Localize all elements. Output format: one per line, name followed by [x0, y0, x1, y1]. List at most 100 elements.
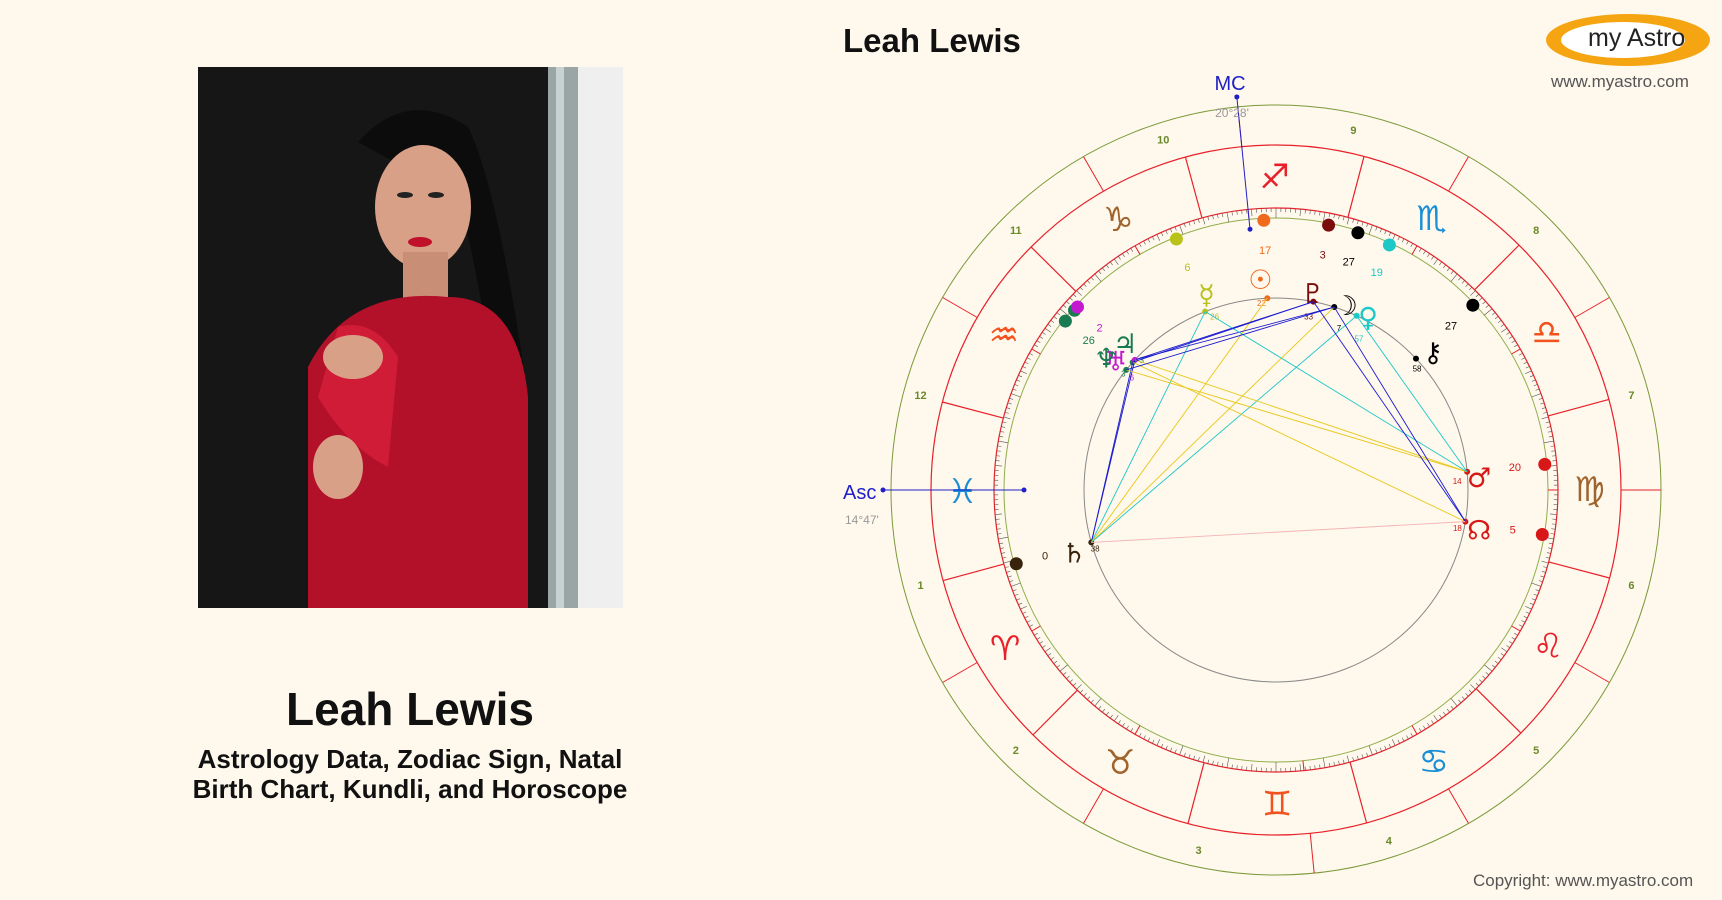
house-number: 6 [1628, 580, 1634, 592]
planet-node-marker [1535, 527, 1549, 541]
planet-neptune-icon: ♆ [1094, 344, 1118, 375]
planet-mercury-minute: 26 [1210, 312, 1219, 321]
planet-node-minute: 18 [1453, 524, 1462, 533]
planet-venus-icon: ♀ [1358, 302, 1378, 333]
planet-pluto-minute: 33 [1304, 313, 1313, 322]
sign-pisces-icon: ♓ [947, 472, 977, 512]
sign-scorpio-icon: ♏ [1416, 199, 1446, 239]
planet-mercury-icon: ☿ [1198, 280, 1215, 311]
house-number: 12 [914, 390, 926, 402]
planet-jupiter-icon: ♃ [1113, 329, 1137, 360]
planet-pluto-icon: ♇ [1301, 279, 1325, 310]
sign-taurus-icon: ♉ [1105, 743, 1135, 783]
aspect-line [1356, 315, 1468, 473]
planet-venus-minute: 57 [1354, 334, 1363, 343]
house-number: 8 [1533, 225, 1539, 237]
aspect-line [1090, 297, 1268, 543]
planet-chiron-marker [1466, 298, 1480, 312]
sign-virgo-icon: ♍ [1574, 470, 1604, 510]
aspect-line [1091, 521, 1466, 543]
sign-capricorn-icon: ♑ [1103, 200, 1133, 240]
planet-mars-marker [1538, 457, 1552, 471]
planet-mars-minute: 14 [1453, 477, 1462, 486]
aspect-line [1313, 301, 1466, 522]
planet-neptune-degree: 26 [1083, 335, 1095, 347]
planet-sun-icon: ☉ [1248, 265, 1272, 296]
planet-chiron-degree: 27 [1445, 321, 1457, 333]
house-number: 11 [1010, 225, 1022, 237]
subtitle-line-2: Birth Chart, Kundli, and Horoscope [192, 774, 628, 804]
sign-aquarius-icon: ♒ [989, 315, 1019, 355]
sign-gemini-icon: ♊ [1262, 784, 1292, 824]
person-name: Leah Lewis [286, 683, 534, 735]
sign-aries-icon: ♈ [990, 629, 1020, 669]
page-subtitle: Astrology Data, Zodiac Sign, Natal Birth… [0, 744, 820, 804]
copyright: Copyright: www.myastro.com [1473, 871, 1694, 890]
person-photo [198, 67, 623, 608]
house-number: 4 [1386, 835, 1393, 847]
subtitle-line-1: Astrology Data, Zodiac Sign, Natal [197, 744, 623, 774]
planet-venus-marker [1382, 238, 1396, 252]
aspect-line [1132, 301, 1314, 363]
logo-text[interactable]: my Astro [1588, 24, 1686, 52]
aspect-line [1333, 306, 1466, 522]
planet-saturn-icon: ♄ [1062, 538, 1086, 569]
planet-venus-degree: 19 [1371, 267, 1383, 279]
house-number: 1 [917, 580, 923, 592]
aspect-line [1204, 311, 1468, 473]
planet-uranus-marker [1071, 300, 1085, 314]
asc-label: Asc [843, 482, 876, 504]
planet-uranus-minute: 6 [1130, 374, 1135, 383]
planet-moon-icon: ☽ [1334, 291, 1358, 322]
aspect-line [1134, 306, 1335, 361]
house-number: 10 [1157, 135, 1169, 147]
house-number: 7 [1628, 390, 1634, 402]
planet-node-degree: 5 [1510, 525, 1516, 537]
site-url[interactable]: www.myastro.com [1551, 72, 1689, 91]
planet-uranus-icon: ♅ [1104, 347, 1128, 378]
house-number: 2 [1013, 745, 1019, 757]
aspect-line [1134, 359, 1468, 473]
planet-saturn-marker [1009, 557, 1023, 571]
aspect-line [1126, 306, 1335, 371]
planet-moon-marker [1351, 226, 1365, 240]
aspect-line [1090, 311, 1206, 543]
planet-mercury-degree: 6 [1184, 262, 1190, 274]
planet-neptune-minute: 3 [1121, 369, 1126, 378]
sign-leo-icon: ♌ [1533, 627, 1563, 667]
aspect-line [1091, 315, 1357, 543]
aspect-line [1090, 306, 1335, 543]
planet-chiron-minute: 58 [1413, 364, 1422, 373]
sign-sagittarius-icon: ♐ [1260, 158, 1290, 198]
house-number: 9 [1350, 125, 1356, 137]
planet-neptune-marker [1058, 314, 1072, 328]
planet-jupiter-minute: 3 [1139, 356, 1144, 365]
planet-pluto-degree: 3 [1320, 250, 1326, 262]
mc-degree: 20°28' [1215, 106, 1249, 120]
aspect-line [1126, 369, 1468, 473]
planet-mars-icon: ♂ [1467, 463, 1491, 494]
planet-moon-degree: 27 [1343, 256, 1355, 268]
planet-saturn-degree: 0 [1042, 551, 1048, 563]
photo-illustration [198, 67, 623, 608]
planet-pluto-marker [1322, 218, 1336, 232]
myastro-logo-icon[interactable] [1543, 12, 1713, 68]
aspect-line [1090, 362, 1134, 543]
planet-chiron-icon: ⚷ [1423, 337, 1443, 368]
house-number: 5 [1533, 745, 1539, 757]
planet-saturn-minute: 38 [1091, 544, 1100, 553]
planet-moon-minute: 7 [1337, 324, 1342, 333]
aspect-line [1132, 361, 1466, 523]
house-number: 3 [1195, 845, 1201, 857]
planet-node-icon: ☊ [1467, 516, 1491, 547]
sign-libra-icon: ♎ [1532, 313, 1562, 353]
planet-sun-degree: 17 [1259, 245, 1271, 257]
asc-degree: 14°47' [845, 513, 879, 527]
planet-mars-degree: 20 [1509, 462, 1521, 474]
chart-title: Leah Lewis [843, 22, 1021, 59]
planet-uranus-degree: 2 [1097, 322, 1103, 334]
planet-sun-minute: 22 [1257, 299, 1266, 308]
planet-sun-marker [1257, 213, 1271, 227]
